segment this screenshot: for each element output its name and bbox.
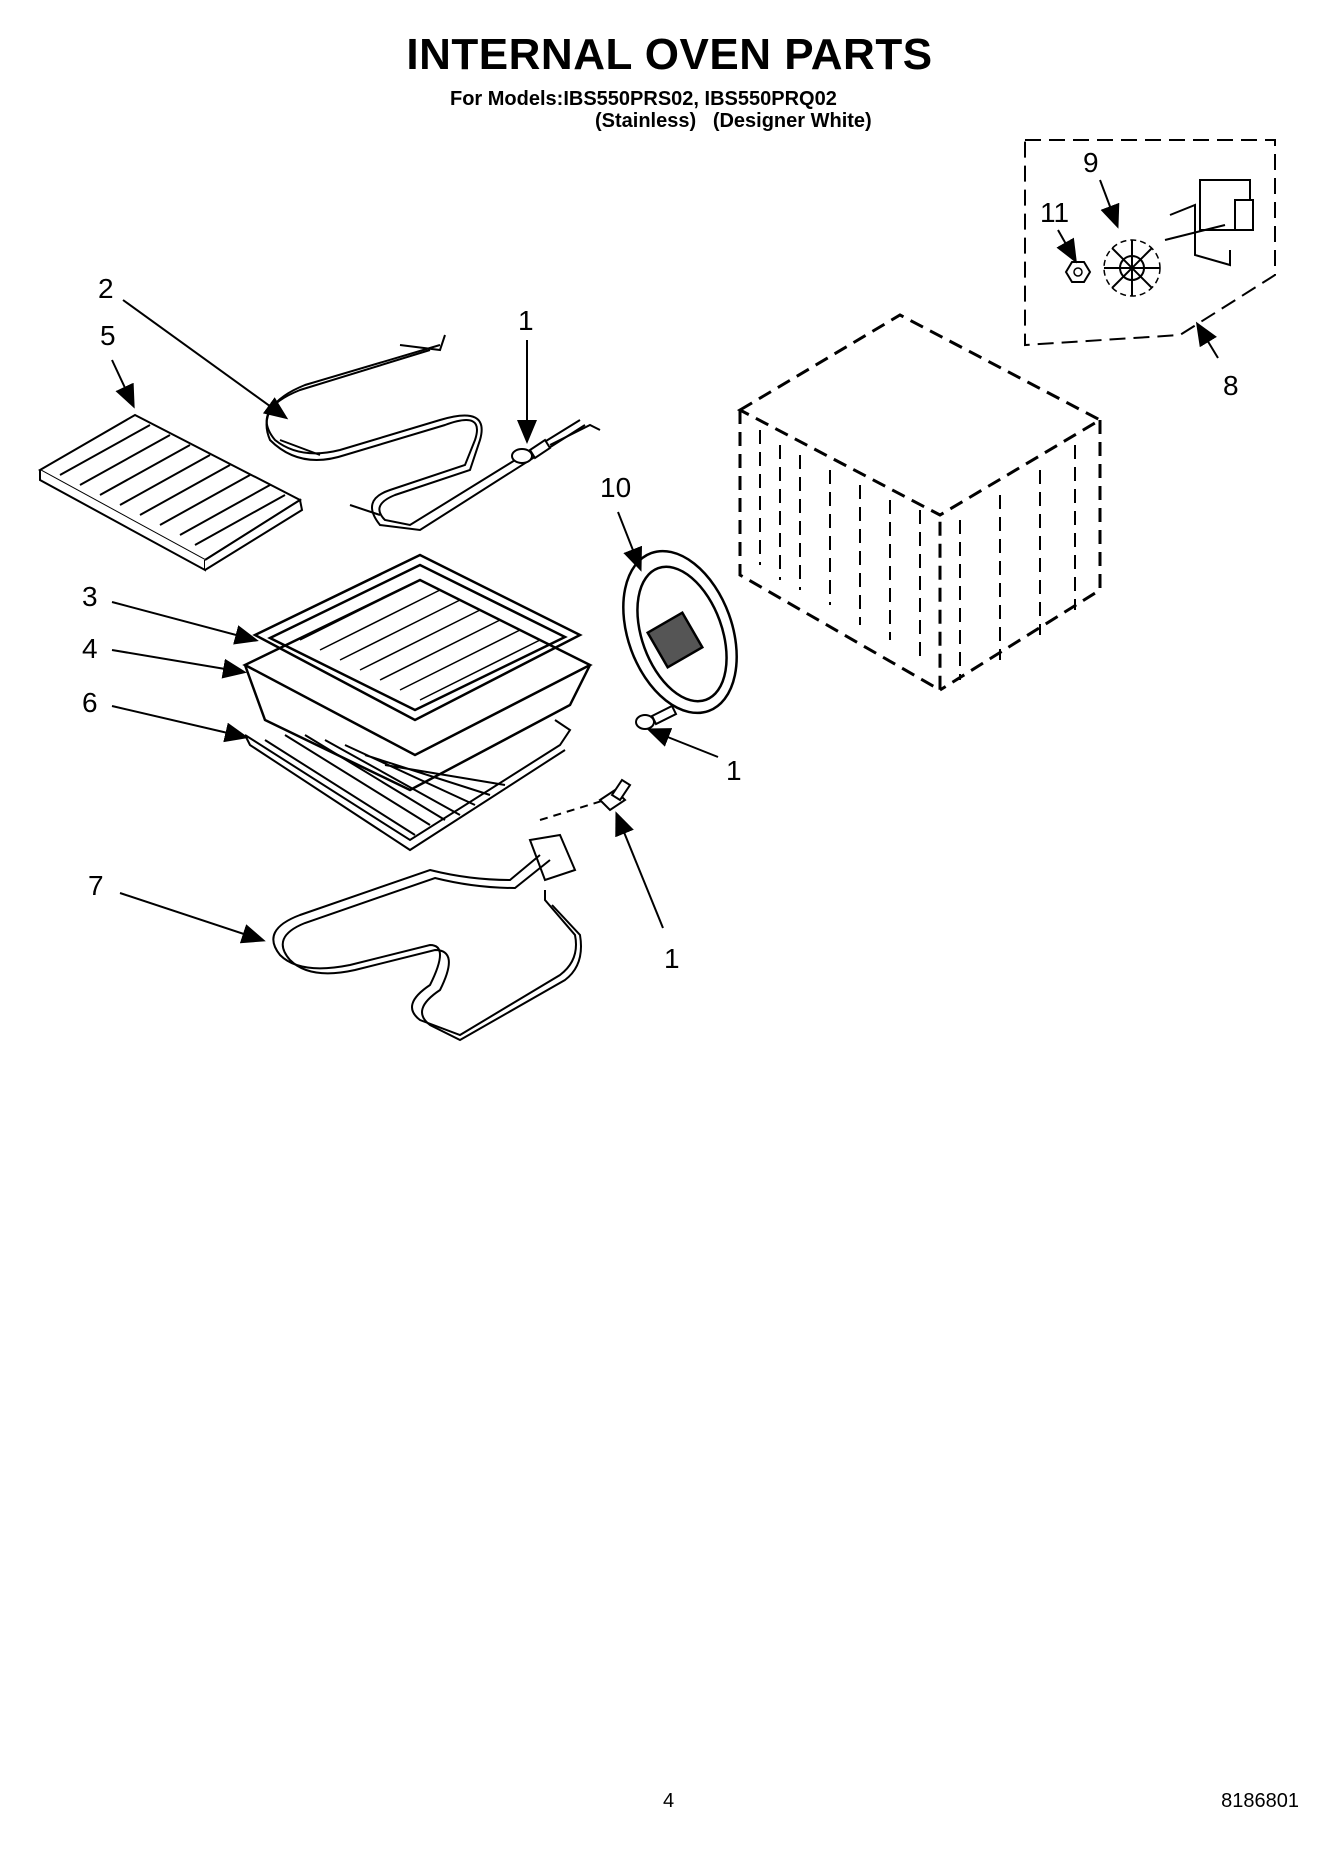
callout-3: 3 — [82, 581, 98, 612]
model-variants: (Stainless) (Designer White) — [595, 110, 872, 132]
callout-5: 5 — [100, 320, 116, 351]
screw-top — [511, 423, 601, 464]
fan-nut — [1064, 261, 1092, 283]
callout-4: 4 — [82, 633, 98, 664]
bake-element — [272, 833, 582, 1042]
callout-10: 10 — [600, 472, 631, 503]
fan-blade — [1103, 239, 1161, 297]
callout-8: 8 — [1223, 370, 1239, 401]
screw-bottom — [539, 778, 632, 821]
callout-11: 11 — [1040, 197, 1069, 228]
callout-1-low: 1 — [664, 943, 680, 974]
oven-cavity — [736, 313, 1104, 693]
oven-rack-flat — [37, 413, 304, 572]
broiler-pan — [242, 553, 593, 792]
leader-5 — [111, 359, 135, 409]
leader-4 — [111, 649, 247, 679]
oven-rack-wire — [244, 719, 572, 852]
leader-9 — [1099, 179, 1120, 229]
leader-6 — [111, 705, 249, 743]
callout-7: 7 — [88, 870, 104, 901]
callout-9: 9 — [1083, 147, 1099, 178]
page-number: 4 — [663, 1790, 675, 1812]
callout-6: 6 — [82, 687, 98, 718]
leader-lines — [111, 179, 1219, 944]
document-number: 8186801 — [1221, 1790, 1299, 1812]
leader-7 — [119, 892, 266, 944]
leader-8 — [1195, 321, 1219, 359]
leader-3 — [111, 601, 259, 645]
leader-11 — [1056, 229, 1077, 264]
callout-1-mid: 1 — [726, 755, 742, 786]
leader-2 — [122, 299, 289, 420]
leader-1-low — [615, 811, 664, 929]
convection-baffle — [622, 549, 738, 715]
broil-element — [265, 334, 586, 532]
page-title: INTERNAL OVEN PARTS — [406, 30, 933, 79]
callout-1-top: 1 — [518, 305, 534, 336]
callout-2: 2 — [98, 273, 114, 304]
screw-middle — [635, 704, 678, 730]
leader-1-mid — [646, 728, 719, 758]
leader-10 — [617, 511, 642, 572]
callout-labels: 2 5 1 10 3 4 6 1 7 1 8 9 11 — [82, 147, 1239, 974]
model-numbers: For Models:IBS550PRS02, IBS550PRQ02 — [450, 88, 837, 110]
convection-fan-kit — [1024, 139, 1276, 347]
